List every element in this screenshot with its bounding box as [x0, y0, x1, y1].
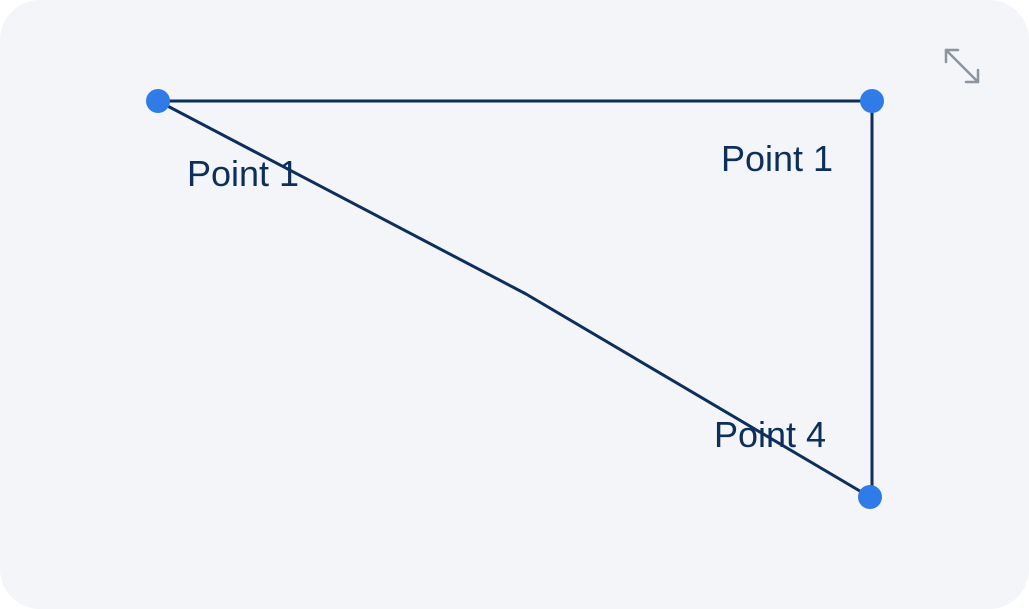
vertex-label-bottom-right: Point 4	[714, 414, 826, 455]
vertex-top-right[interactable]	[860, 89, 884, 113]
vertex-top-left[interactable]	[146, 89, 170, 113]
expand-button[interactable]	[934, 38, 990, 94]
vertex-label-top-left: Point 1	[187, 153, 299, 194]
vertex-label-top-right: Point 1	[721, 138, 833, 179]
expand-icon	[944, 48, 980, 84]
vertex-bottom-right[interactable]	[858, 485, 882, 509]
edge-diagonal	[156, 99, 872, 499]
